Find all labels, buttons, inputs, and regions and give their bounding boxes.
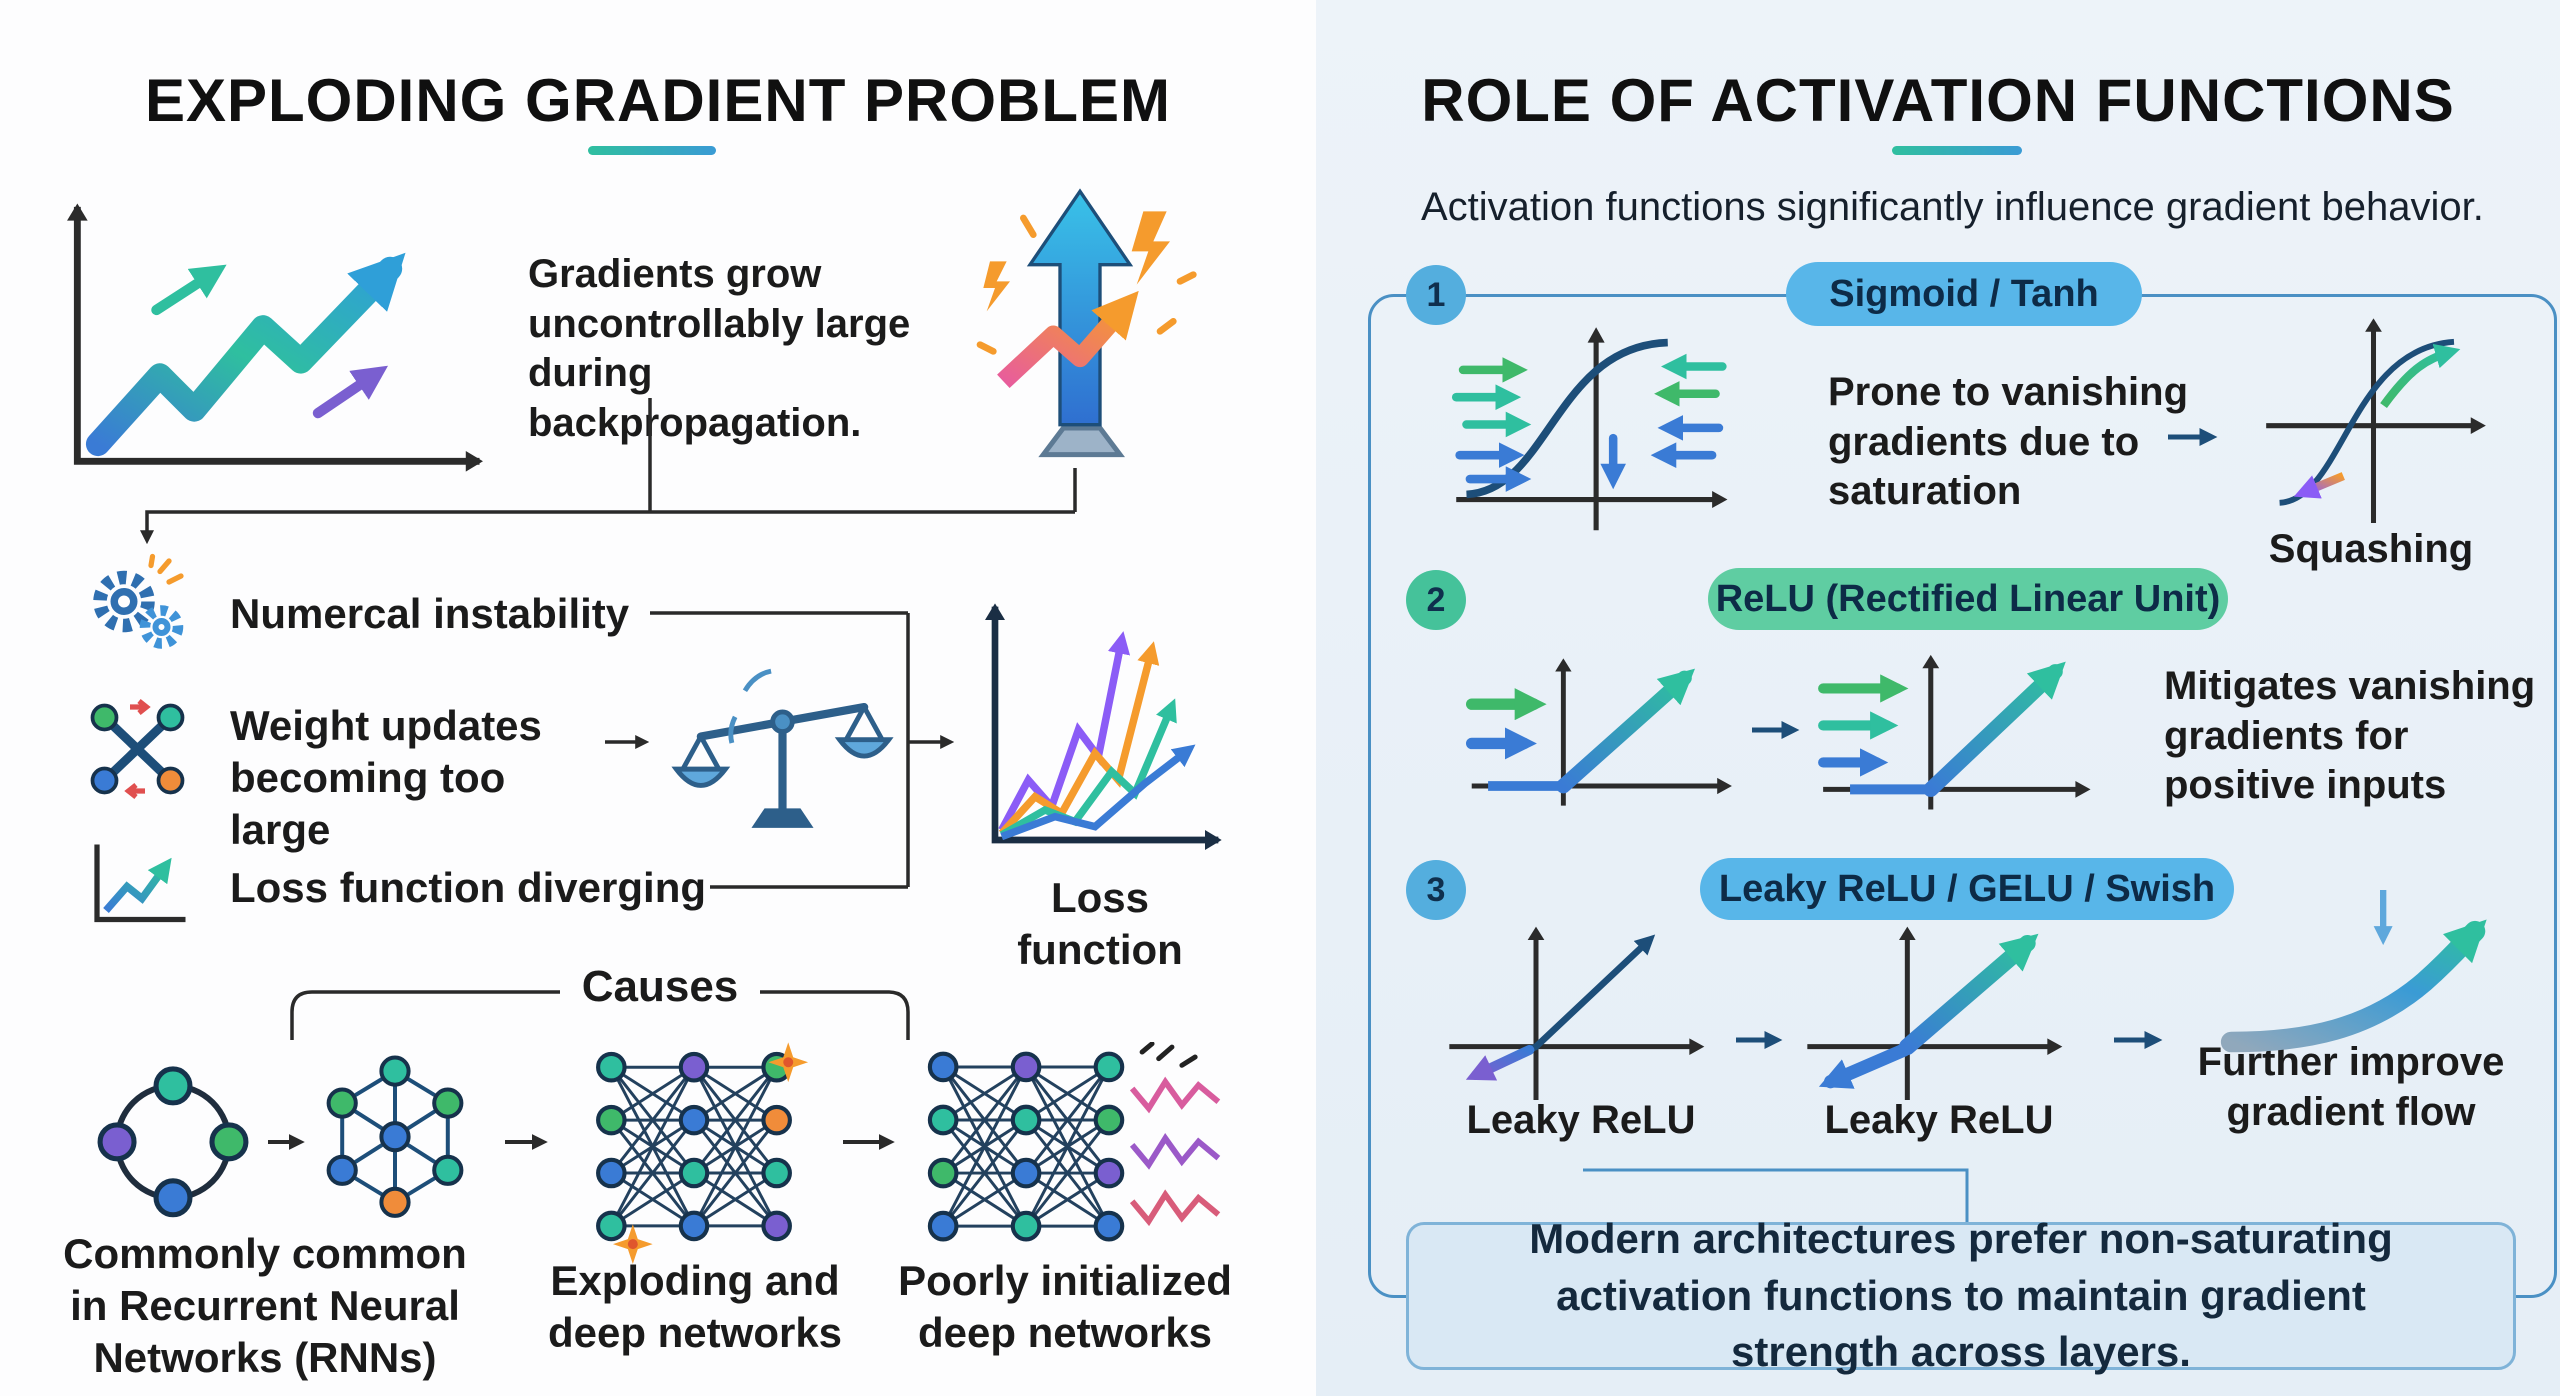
effect-weights-label: Weight updates becoming too large	[230, 702, 542, 854]
item-3-pill: Leaky ReLU / GELU / Swish	[1700, 858, 2234, 920]
effect-loss-diverge-label: Loss function diverging	[230, 864, 707, 911]
right-title-underline	[1892, 146, 2022, 155]
leaky-relu-gradient-icon	[1807, 926, 2063, 1100]
weights-cross-icon	[90, 698, 185, 800]
relu-gradient-icon	[1818, 654, 2091, 810]
leaky-relu-icon	[1449, 926, 1705, 1100]
recurrent-network-icon	[326, 1055, 464, 1218]
item-3-graph-label-2: Leaky ReLU	[1824, 1098, 2054, 1142]
item-1-pill: Sigmoid / Tanh	[1786, 262, 2142, 326]
item-1-number: 1	[1406, 265, 1466, 325]
rnn-cycle-icon	[97, 1066, 249, 1218]
item-3-description: Further improve gradient flow	[2197, 1040, 2505, 1134]
item-2-number: 2	[1406, 570, 1466, 630]
right-title: ROLE OF ACTIVATION FUNCTIONS	[1421, 67, 2455, 134]
footer-note: Modern architectures prefer non-saturati…	[1406, 1215, 2516, 1375]
caption-poor-init: Poorly initialized deep networks	[898, 1257, 1232, 1357]
right-subtitle: Activation functions significantly influ…	[1421, 185, 2484, 229]
intro-text: Gradients grow uncontrollably large duri…	[528, 252, 911, 445]
item-3-graph-label-1: Leaky ReLU	[1466, 1098, 1696, 1142]
caption-rnn: Commonly common in Recurrent Neural Netw…	[63, 1230, 467, 1382]
left-title: EXPLODING GRADIENT PROBLEM	[144, 67, 1172, 134]
sigmoid-saturation-icon	[1451, 327, 1728, 531]
item-1-side-label: Squashing	[2268, 527, 2474, 571]
rising-gradient-chart-icon	[67, 203, 483, 472]
poor-init-network-icon	[927, 1042, 1221, 1242]
exploding-network-icon	[596, 1042, 809, 1264]
exploding-arrow-icon	[976, 188, 1197, 458]
item-3-number: 3	[1406, 860, 1466, 920]
loss-function-chart-icon	[985, 603, 1222, 850]
relu-flow-icon	[1466, 658, 1732, 806]
gears-icon	[93, 553, 184, 649]
item-2-description: Mitigates vanishing gradients for positi…	[2164, 664, 2536, 808]
item-2-pill: ReLU (Rectified Linear Unit)	[1708, 568, 2228, 630]
squashing-curve-icon	[2266, 318, 2486, 523]
mini-loss-chart-icon	[94, 844, 186, 923]
causes-title: Causes	[581, 962, 739, 1011]
balance-scale-icon	[671, 668, 894, 828]
item-1-description: Prone to vanishing gradients due to satu…	[1828, 370, 2189, 514]
caption-exploding: Exploding and deep networks	[547, 1257, 843, 1357]
right-panel: ROLE OF ACTIVATION FUNCTIONS Activation …	[1316, 0, 2560, 1396]
loss-chart-label: Loss function	[1017, 874, 1183, 974]
gradient-flow-swoosh-icon	[2220, 890, 2487, 1053]
effect-instability-label: Numercal instability	[230, 590, 630, 637]
left-title-underline	[588, 146, 716, 155]
left-panel: EXPLODING GRADIENT PROBLEM Gradients gro…	[63, 67, 1232, 1382]
